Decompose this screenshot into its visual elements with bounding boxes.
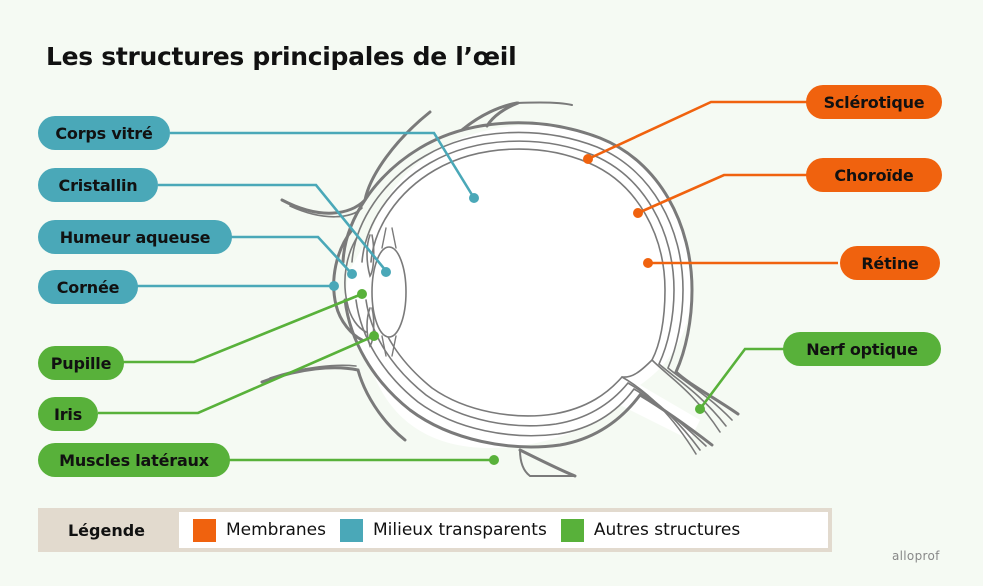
legend-items: Membranes Milieux transparents Autres st… bbox=[179, 512, 828, 548]
diagram-title: Les structures principales de l’œil bbox=[46, 42, 517, 71]
eyeball-fill bbox=[346, 124, 700, 448]
leaders-membranes bbox=[587, 100, 838, 265]
lens bbox=[371, 246, 407, 338]
legend-title: Légende bbox=[67, 520, 146, 540]
legend: Légende Membranes Milieux transparents A… bbox=[38, 508, 832, 552]
dot-sclerotique bbox=[583, 154, 593, 164]
label-retine: Rétine bbox=[840, 246, 940, 280]
label-cristallin: Cristallin bbox=[38, 168, 158, 202]
label-muscles-lateraux: Muscles latéraux bbox=[38, 443, 230, 477]
dot-retine bbox=[643, 258, 653, 268]
sclera-outline bbox=[341, 121, 740, 416]
dot-choroide bbox=[633, 208, 643, 218]
label-pupille: Pupille bbox=[38, 346, 124, 380]
label-corps-vitre: Corps vitré bbox=[38, 116, 170, 150]
legend-label: Membranes bbox=[226, 520, 326, 540]
leader-iris bbox=[98, 334, 375, 415]
leader-dots-other bbox=[357, 289, 705, 465]
dot-iris bbox=[369, 331, 379, 341]
dot-cristallin bbox=[381, 267, 391, 277]
legend-swatch-other bbox=[560, 518, 584, 542]
leaders-transparent bbox=[136, 131, 476, 288]
legend-swatch-transparent bbox=[339, 518, 363, 542]
eye-illustration bbox=[260, 101, 740, 478]
leader-corps-vitre bbox=[170, 131, 476, 199]
legend-item-membranes: Membranes bbox=[193, 518, 326, 542]
label-choroide: Choroïde bbox=[806, 158, 942, 192]
leader-pupille bbox=[122, 292, 363, 364]
legend-item-transparent: Milieux transparents bbox=[339, 518, 547, 542]
dot-pupille bbox=[357, 289, 367, 299]
dot-nerf-optique bbox=[695, 404, 705, 414]
dot-muscles-lateraux bbox=[489, 455, 499, 465]
label-nerf-optique: Nerf optique bbox=[783, 332, 941, 366]
label-humeur-aqueuse: Humeur aqueuse bbox=[38, 220, 232, 254]
label-iris: Iris bbox=[38, 397, 98, 431]
label-sclerotique: Sclérotique bbox=[806, 85, 942, 119]
legend-swatch-membranes bbox=[193, 518, 216, 542]
leader-dots-transparent bbox=[329, 193, 479, 291]
dot-cornee bbox=[329, 281, 339, 291]
leader-sclerotique bbox=[587, 100, 808, 161]
leader-choroide bbox=[637, 173, 808, 215]
dot-humeur-aqueuse bbox=[347, 269, 357, 279]
leaders-other bbox=[98, 292, 785, 462]
label-cornee: Cornée bbox=[38, 270, 138, 304]
leader-cristallin bbox=[158, 183, 388, 272]
leader-nerf-optique bbox=[698, 347, 785, 410]
leader-humeur-aqueuse bbox=[230, 235, 353, 275]
dot-corps-vitre bbox=[469, 193, 479, 203]
legend-label: Milieux transparents bbox=[372, 520, 547, 540]
brand-logo: alloprof bbox=[892, 549, 940, 563]
leader-dots-membranes bbox=[583, 154, 653, 268]
legend-item-other: Autres structures bbox=[560, 518, 741, 542]
legend-label: Autres structures bbox=[593, 520, 741, 540]
